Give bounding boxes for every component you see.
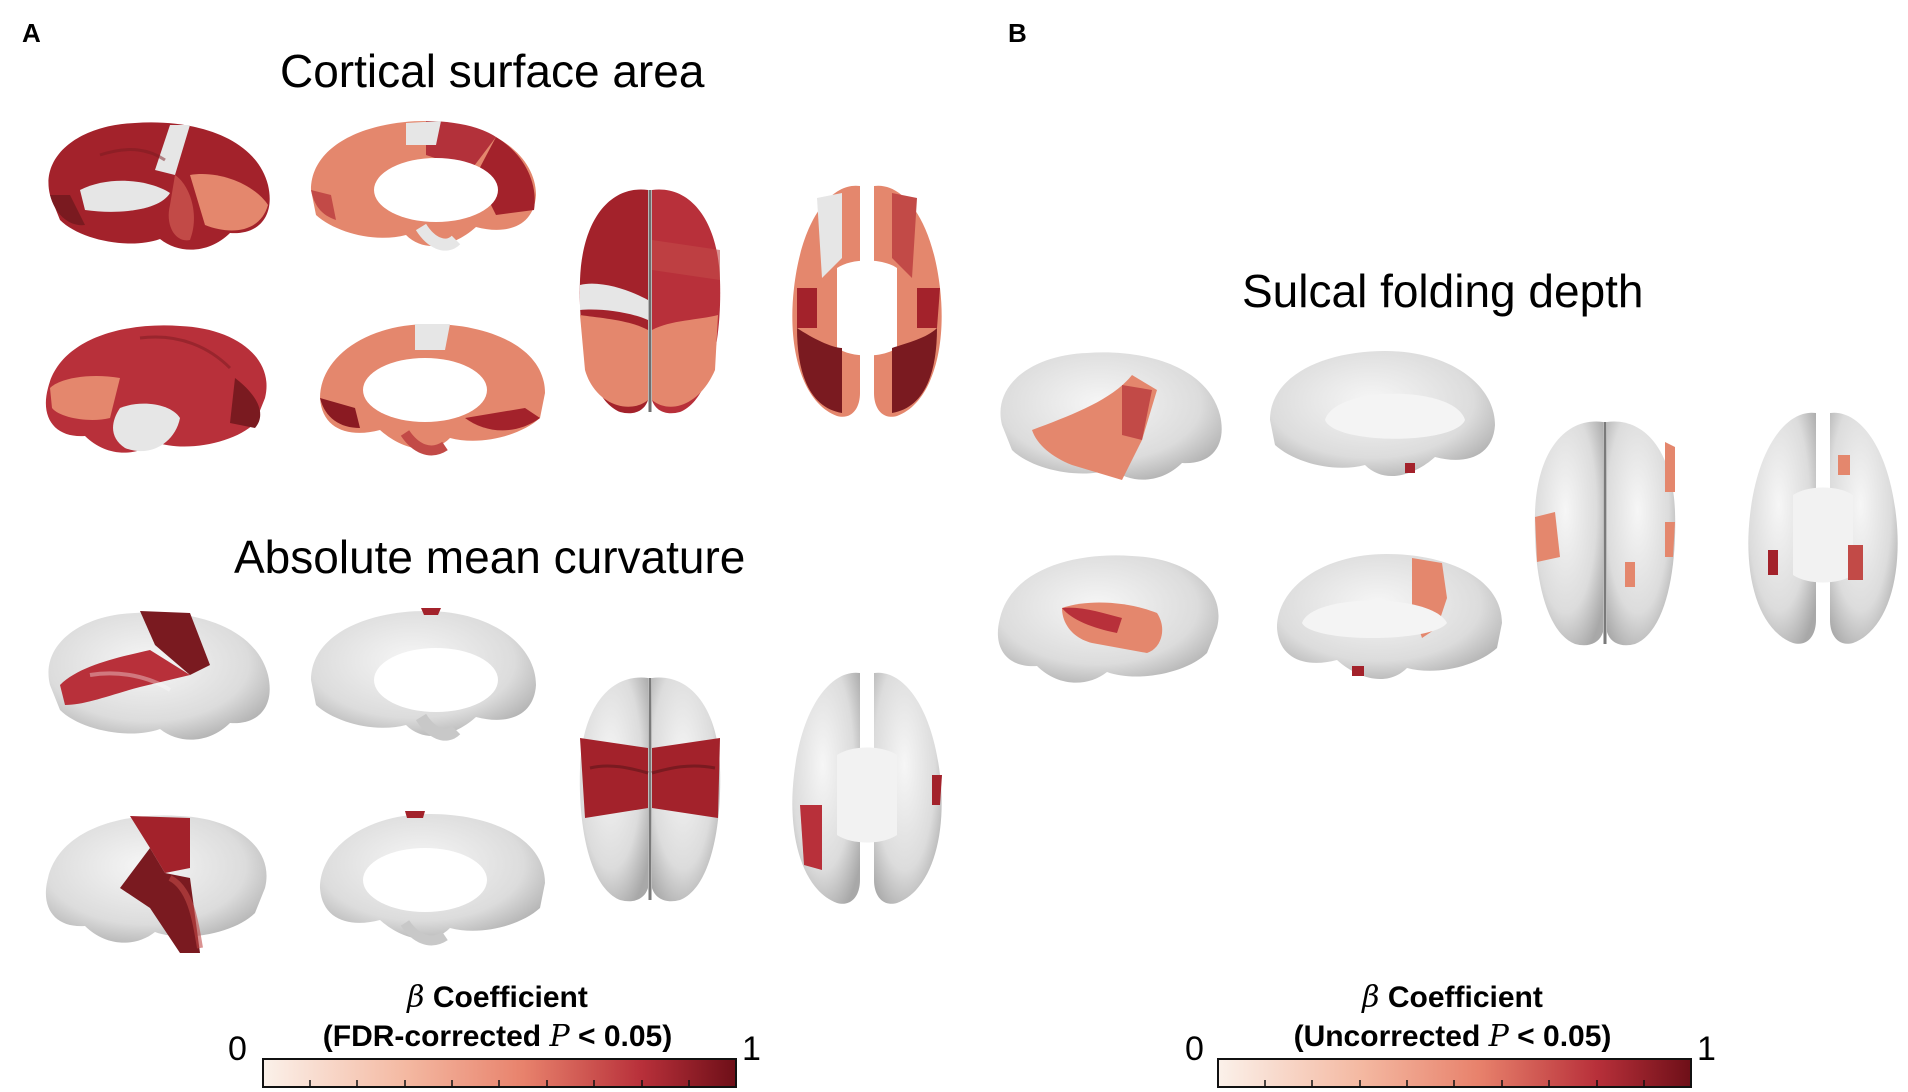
brain-curvature-medial-left xyxy=(311,608,536,741)
colorbar-b-line1: Coefficient xyxy=(1387,981,1543,1014)
colorbar-b-line2-suffix: < 0.05) xyxy=(1517,1020,1612,1053)
brain-curvature-ventral xyxy=(792,672,942,904)
colorbar-b-title: β Coefficient (Uncorrected P < 0.05) xyxy=(1215,980,1690,1054)
brain-curvature-lateral-right xyxy=(45,815,267,953)
brain-sulcal-dorsal xyxy=(1534,421,1676,646)
brain-curvature-medial-right xyxy=(320,811,545,946)
brain-surface-medial-right xyxy=(320,324,545,456)
colorbar-a-line1: Coefficient xyxy=(432,981,588,1014)
brain-sulcal-lateral-right xyxy=(997,555,1219,683)
colorbar-a-beta: β xyxy=(407,980,425,1015)
title-surface-area: Cortical surface area xyxy=(280,45,705,97)
colorbar-a-line2-suffix: < 0.05) xyxy=(578,1020,673,1053)
brain-sulcal-ventral xyxy=(1748,412,1898,644)
colorbar-a-min: 0 xyxy=(228,1030,247,1068)
brain-curvature-dorsal xyxy=(579,677,721,902)
panel-b-label: B xyxy=(1008,18,1027,48)
colorbar-b-beta: β xyxy=(1362,980,1380,1015)
colorbar-a-p: P xyxy=(549,1019,570,1054)
brain-surface-medial-left xyxy=(311,121,536,251)
colorbar-b-bar xyxy=(1217,1058,1692,1088)
panel-a-label: A xyxy=(22,18,41,48)
colorbar-a-title: β Coefficient (FDR-corrected P < 0.05) xyxy=(260,980,735,1054)
colorbar-b-max: 1 xyxy=(1697,1030,1716,1068)
colorbar-b-min: 0 xyxy=(1185,1030,1204,1068)
brain-surface-lateral-left xyxy=(48,122,270,250)
colorbar-a-bar xyxy=(262,1058,737,1088)
colorbar-b-line2-prefix: (Uncorrected xyxy=(1293,1020,1481,1053)
title-sulcal-depth: Sulcal folding depth xyxy=(1242,265,1644,317)
colorbar-a-line2-prefix: (FDR-corrected xyxy=(322,1020,542,1053)
brain-surface-lateral-right xyxy=(45,325,267,453)
title-curvature: Absolute mean curvature xyxy=(234,531,746,583)
brain-surface-ventral xyxy=(792,185,942,417)
colorbar-a-max: 1 xyxy=(742,1030,761,1068)
colorbar-b-p: P xyxy=(1488,1019,1509,1054)
brain-sulcal-lateral-left xyxy=(1000,352,1222,480)
brain-surface-dorsal xyxy=(579,189,721,414)
brain-sulcal-medial-right xyxy=(1277,554,1502,680)
brain-curvature-lateral-left xyxy=(48,611,270,740)
brain-sulcal-medial-left xyxy=(1270,351,1495,477)
